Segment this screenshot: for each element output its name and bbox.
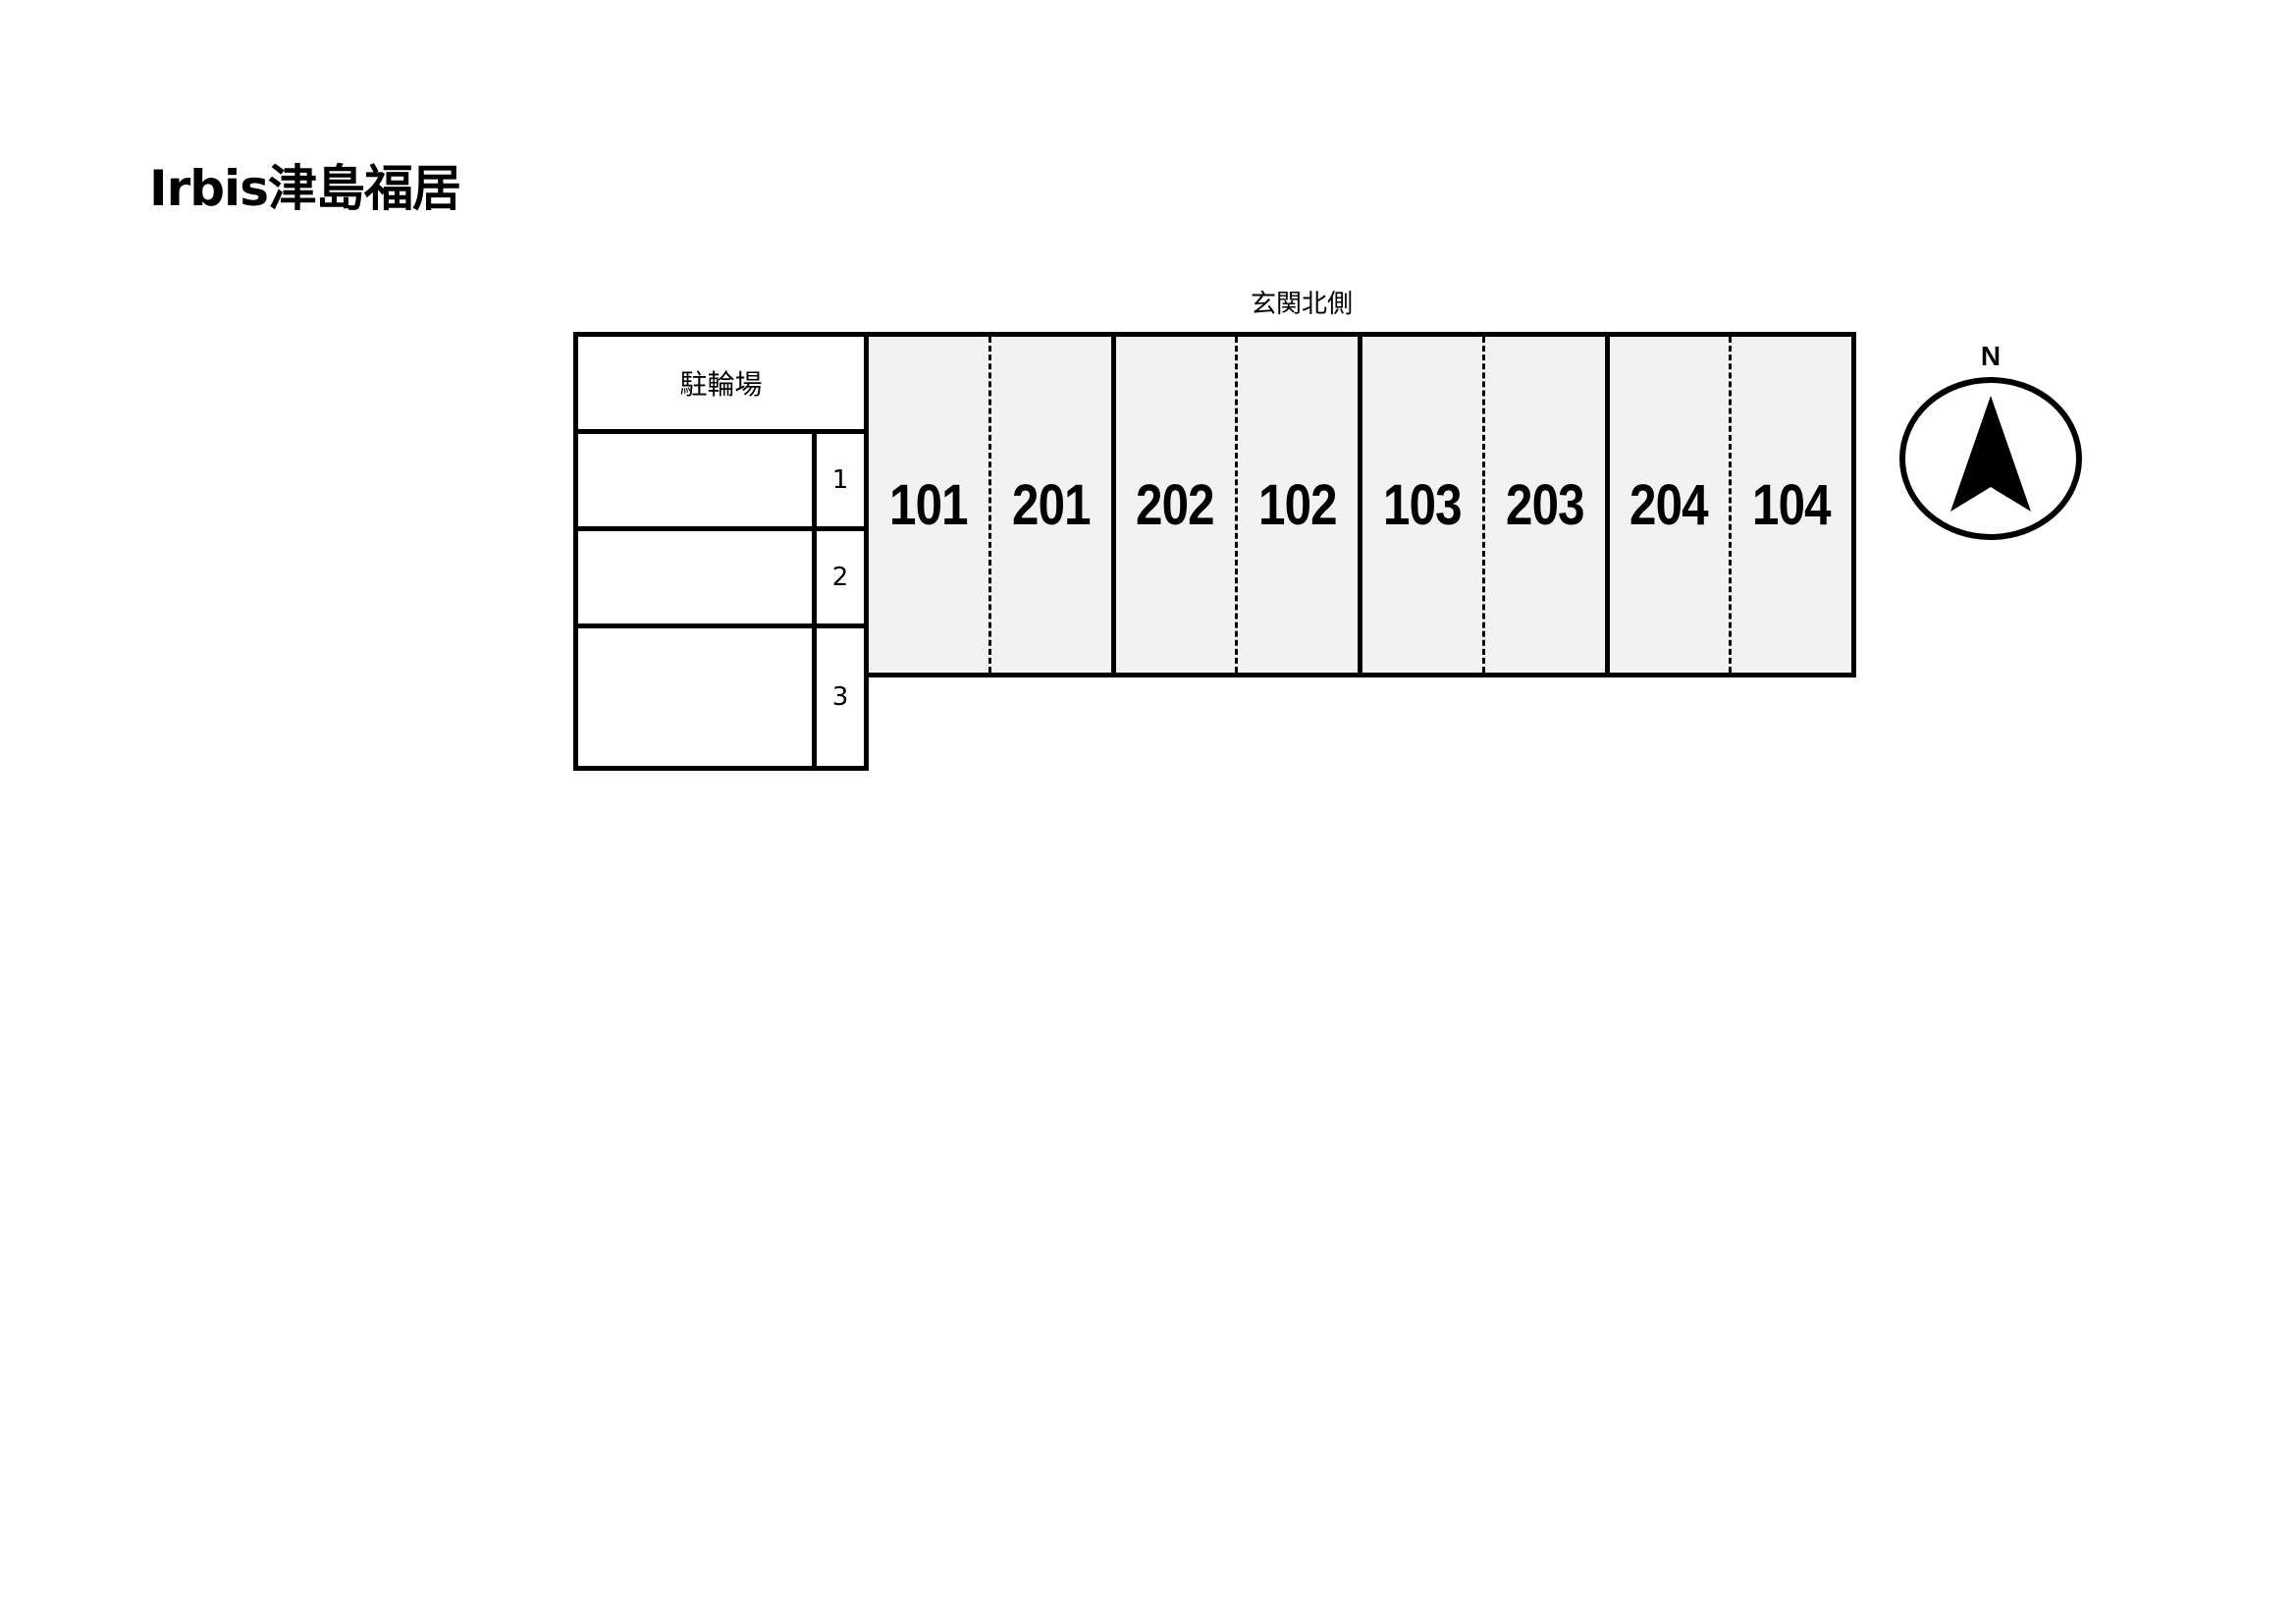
bicycle-slot-row: 2 xyxy=(578,531,864,628)
unit-label: 203 xyxy=(1505,472,1585,537)
bicycle-parking-header: 駐輪場 xyxy=(578,337,864,434)
unit-203: 203 xyxy=(1485,337,1610,673)
bicycle-slot-row: 1 xyxy=(578,434,864,531)
north-arrow-icon: N xyxy=(1899,341,2082,540)
property-title: Irbis津島福居 xyxy=(149,160,461,217)
bicycle-slot-number: 1 xyxy=(831,465,849,495)
unit-label: 103 xyxy=(1383,472,1463,537)
unit-102: 102 xyxy=(1238,337,1362,673)
entrance-side-label: 玄関北側 xyxy=(1250,290,1353,319)
bicycle-slot-number: 2 xyxy=(831,563,849,592)
bicycle-slot-area xyxy=(578,434,817,526)
bicycle-slot-number: 3 xyxy=(831,682,849,712)
unit-label: 202 xyxy=(1136,472,1216,537)
compass: N xyxy=(1895,334,2091,545)
unit-201: 201 xyxy=(991,337,1116,673)
bicycle-slot-area xyxy=(578,531,817,623)
building-units: 101 201 202 102 103 203 204 104 xyxy=(869,332,1856,677)
unit-204: 204 xyxy=(1610,337,1733,673)
unit-101: 101 xyxy=(869,337,991,673)
unit-label: 101 xyxy=(889,472,969,537)
bicycle-parking: 駐輪場 1 2 3 xyxy=(573,332,869,771)
unit-202: 202 xyxy=(1116,337,1239,673)
unit-label: 201 xyxy=(1011,472,1092,537)
unit-label: 102 xyxy=(1258,472,1338,537)
bicycle-slot-row: 3 xyxy=(578,628,864,766)
unit-label: 204 xyxy=(1629,472,1710,537)
bicycle-slot-area xyxy=(578,628,817,766)
unit-103: 103 xyxy=(1362,337,1485,673)
unit-104: 104 xyxy=(1732,337,1851,673)
compass-north-label: N xyxy=(1981,341,2001,371)
unit-label: 104 xyxy=(1752,472,1832,537)
